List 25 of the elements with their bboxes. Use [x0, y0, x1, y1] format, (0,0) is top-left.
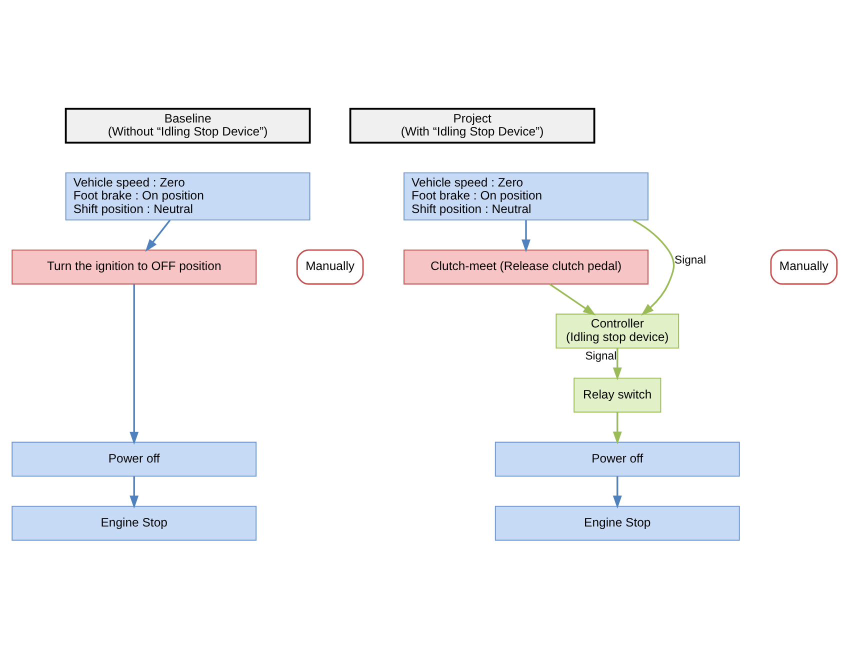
node-box: Vehicle speed : Zero Foot brake : On position Shift position : Neutral	[65, 172, 310, 220]
node-box: Baseline (Without “Idling Stop Device”)	[64, 107, 311, 144]
arrow	[632, 218, 675, 316]
node-box: Power off	[494, 441, 740, 476]
node-box: Power off	[12, 441, 257, 476]
arrow	[612, 412, 622, 444]
node-box: Manually	[770, 248, 838, 284]
node-box: Clutch-meet (Release clutch pedal)	[404, 249, 648, 284]
arrow	[130, 284, 139, 444]
node-box: Turn the ignition to OFF position	[12, 249, 257, 284]
node-box: Manually	[296, 248, 364, 284]
arrow	[522, 220, 530, 252]
node-box: Vehicle speed : Zero Foot brake : On position Shift position : Neutral	[404, 172, 648, 220]
arrow	[145, 219, 171, 252]
node-box: Controller (Idling stop device)	[556, 313, 680, 348]
edge-label: Signal	[585, 350, 617, 362]
arrow	[612, 348, 622, 380]
arrow	[130, 476, 139, 508]
node-box: Relay switch	[574, 377, 662, 412]
node-box: Engine Stop	[494, 505, 740, 540]
arrow	[612, 476, 622, 508]
arrow	[549, 282, 596, 315]
node-box: Project (With “Idling Stop Device”)	[349, 107, 596, 144]
node-box: Engine Stop	[12, 505, 257, 540]
edge-label: Signal	[674, 254, 706, 266]
